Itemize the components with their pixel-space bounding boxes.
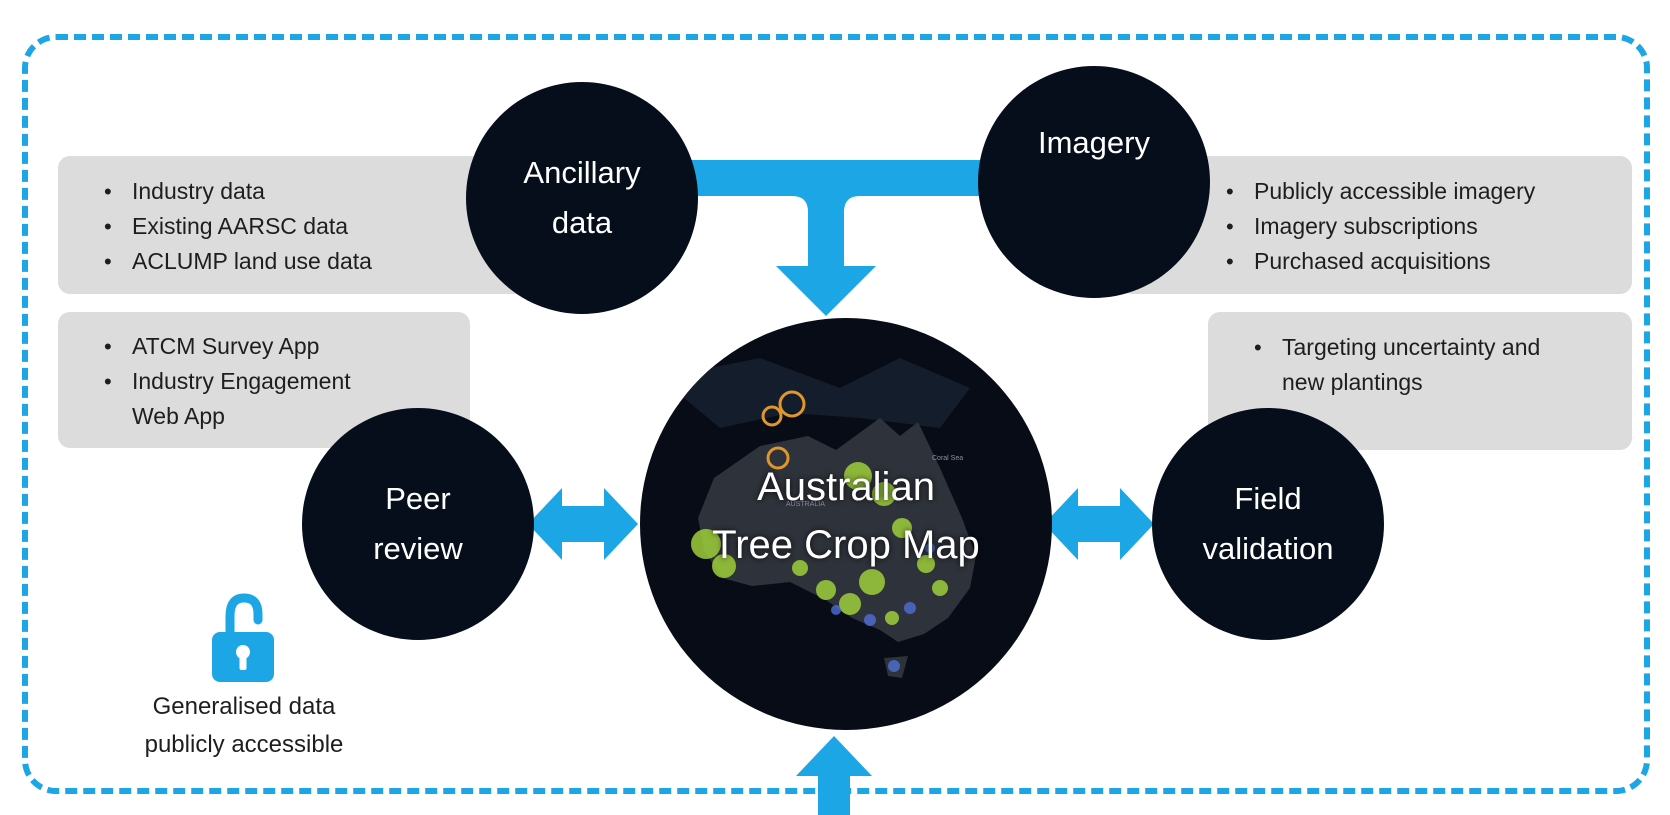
map-label: AUSTRALIA (786, 501, 825, 508)
field-validation-double-arrow (1044, 488, 1154, 560)
node-label-line: Imagery (1038, 125, 1150, 160)
access-note-line: Generalised data (152, 693, 336, 720)
ancillary-data-node: Ancillary data (466, 82, 698, 314)
australian-tree-crop-map-node: INDONESIA AUSTRALIA Coral Sea Australian… (640, 318, 1052, 730)
map-label: Coral Sea (932, 455, 963, 462)
title-line: Australian (757, 465, 935, 509)
bottom-input-arrow (796, 736, 872, 815)
australia-map-image: INDONESIA AUSTRALIA Coral Sea (660, 351, 976, 678)
node-label-line: review (373, 531, 463, 566)
center-node-title: Australian Tree Crop Map (640, 458, 1052, 574)
access-note-line: publicly accessible (144, 731, 344, 758)
peer-review-node: Peer review (302, 408, 534, 640)
node-label-line: Peer (385, 481, 451, 516)
list-item: Targeting uncertainty and (1238, 330, 1632, 365)
list-item: ATCM Survey App (88, 329, 470, 364)
list-item: Industry Engagement (88, 364, 470, 399)
list-item: Existing AARSC data (88, 209, 578, 244)
node-label-line: Ancillary (523, 155, 641, 190)
node-label-line: Field (1234, 481, 1302, 516)
list-item: ACLUMP land use data (88, 244, 578, 279)
imagery-node: Imagery (978, 66, 1210, 298)
field-validation-node: Field validation (1152, 408, 1384, 640)
access-note: Generalised data publicly accessible (100, 688, 388, 764)
merge-arrow (690, 160, 1000, 316)
map-label: INDONESIA (684, 351, 723, 358)
list-item-continuation: Web App (132, 403, 225, 429)
unlocked-padlock-icon (212, 593, 274, 682)
list-item: Industry data (88, 174, 578, 209)
list-item: Publicly accessible imagery (1210, 174, 1632, 209)
peer-review-double-arrow (528, 488, 638, 560)
list-item-continuation: new plantings (1282, 369, 1423, 395)
title-line: Tree Crop Map (712, 523, 980, 567)
node-label-line: data (551, 205, 613, 240)
list-item: Purchased acquisitions (1210, 244, 1632, 279)
node-label-line: validation (1202, 531, 1334, 566)
list-item: Imagery subscriptions (1210, 209, 1632, 244)
